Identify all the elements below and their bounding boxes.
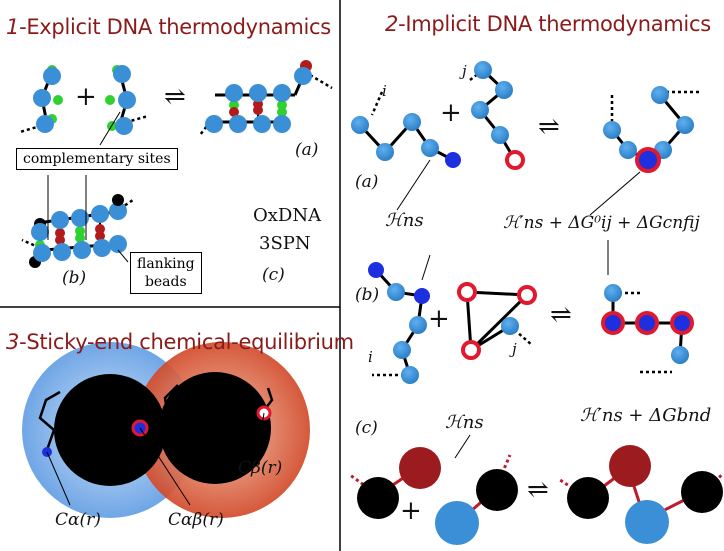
panel2c-plus: + <box>400 496 422 526</box>
panel2a-equilibrium-arrow: ⇌ <box>538 112 560 142</box>
panel2b-label-j: j <box>512 340 517 358</box>
panel2a-energy-expression: ℋ′ns + ΔG⁰ij + ΔGcnfij <box>503 213 700 233</box>
panel2a-label-j: j <box>462 62 467 80</box>
complementary-sites-label: complementary sites <box>16 148 178 170</box>
panel1-strand-right <box>105 65 149 135</box>
flanking-beads-label: flanking beads <box>130 252 202 294</box>
C-alpha-label: Cα(r) <box>55 510 101 530</box>
C-beta-label: Cβ(r) <box>238 458 283 478</box>
panel2c-label-c: (c) <box>355 418 378 438</box>
panel2c-product <box>559 445 723 544</box>
panel2a-label-i: i <box>382 82 387 100</box>
panel1-duplex-a <box>199 60 333 136</box>
panel1-label-c: (c) <box>262 265 285 285</box>
panel1-pointer-lines <box>47 111 129 263</box>
panel2a-chain-right <box>469 61 525 170</box>
panel2b-chain-right <box>457 282 537 360</box>
panel2b-equilibrium-arrow: ⇌ <box>550 300 572 330</box>
panel2b-chain-left <box>368 254 431 384</box>
panel1-title: 1-Explicit DNA thermodynamics <box>6 15 331 39</box>
panel1-label-a: (a) <box>295 140 319 160</box>
panel2b-label-b: (b) <box>355 285 380 305</box>
C-alphabeta-label: Cαβ(r) <box>168 510 224 530</box>
panel3-particles <box>22 342 310 518</box>
panel1-strand-left <box>19 65 63 134</box>
flanking-beads-line1: flanking <box>137 256 195 272</box>
panel2-title-text: -Implicit DNA thermodynamics <box>398 12 711 36</box>
panel2c-equilibrium-arrow: ⇌ <box>527 475 549 505</box>
panel2-title-number: 2 <box>385 12 399 36</box>
panel2c-energy-expression: ℋ′ns + ΔGbnd <box>580 405 712 426</box>
panel1-title-number: 1 <box>6 15 20 39</box>
panel2-title: 2-Implicit DNA thermodynamics <box>385 12 711 36</box>
panel2c-H-ns: ℋns <box>445 412 484 433</box>
panel1-plus: + <box>75 82 97 112</box>
panel2a-H-ns: ℋns <box>385 210 424 231</box>
panel2a-plus: + <box>440 98 462 128</box>
panel1-duplex-b <box>21 194 134 268</box>
panel1-title-text: -Explicit DNA thermodynamics <box>19 15 331 39</box>
panel2c-reactants <box>349 434 518 545</box>
model-3spn: 3SPN <box>259 233 311 254</box>
panel-dividers <box>0 0 341 551</box>
panel2b-plus: + <box>428 304 450 334</box>
panel1-equilibrium-arrow: ⇌ <box>164 82 186 112</box>
flanking-beads-line2: beads <box>144 274 187 290</box>
panel3-title: 3-Sticky-end chemical-equilibrium <box>6 330 354 354</box>
panel2a-product <box>603 86 700 173</box>
panel2a-chain-left <box>351 91 461 168</box>
panel1-label-b: (b) <box>62 268 87 288</box>
panel2a-label-a: (a) <box>355 172 379 192</box>
panel2b-product <box>601 240 694 374</box>
panel3-title-text: -Sticky-end chemical-equilibrium <box>19 330 354 354</box>
panel2a-pointer-lines <box>396 159 641 216</box>
panel3-title-number: 3 <box>6 330 20 354</box>
model-oxdna: OxDNA <box>253 205 322 226</box>
panel2b-label-i: i <box>368 348 373 366</box>
